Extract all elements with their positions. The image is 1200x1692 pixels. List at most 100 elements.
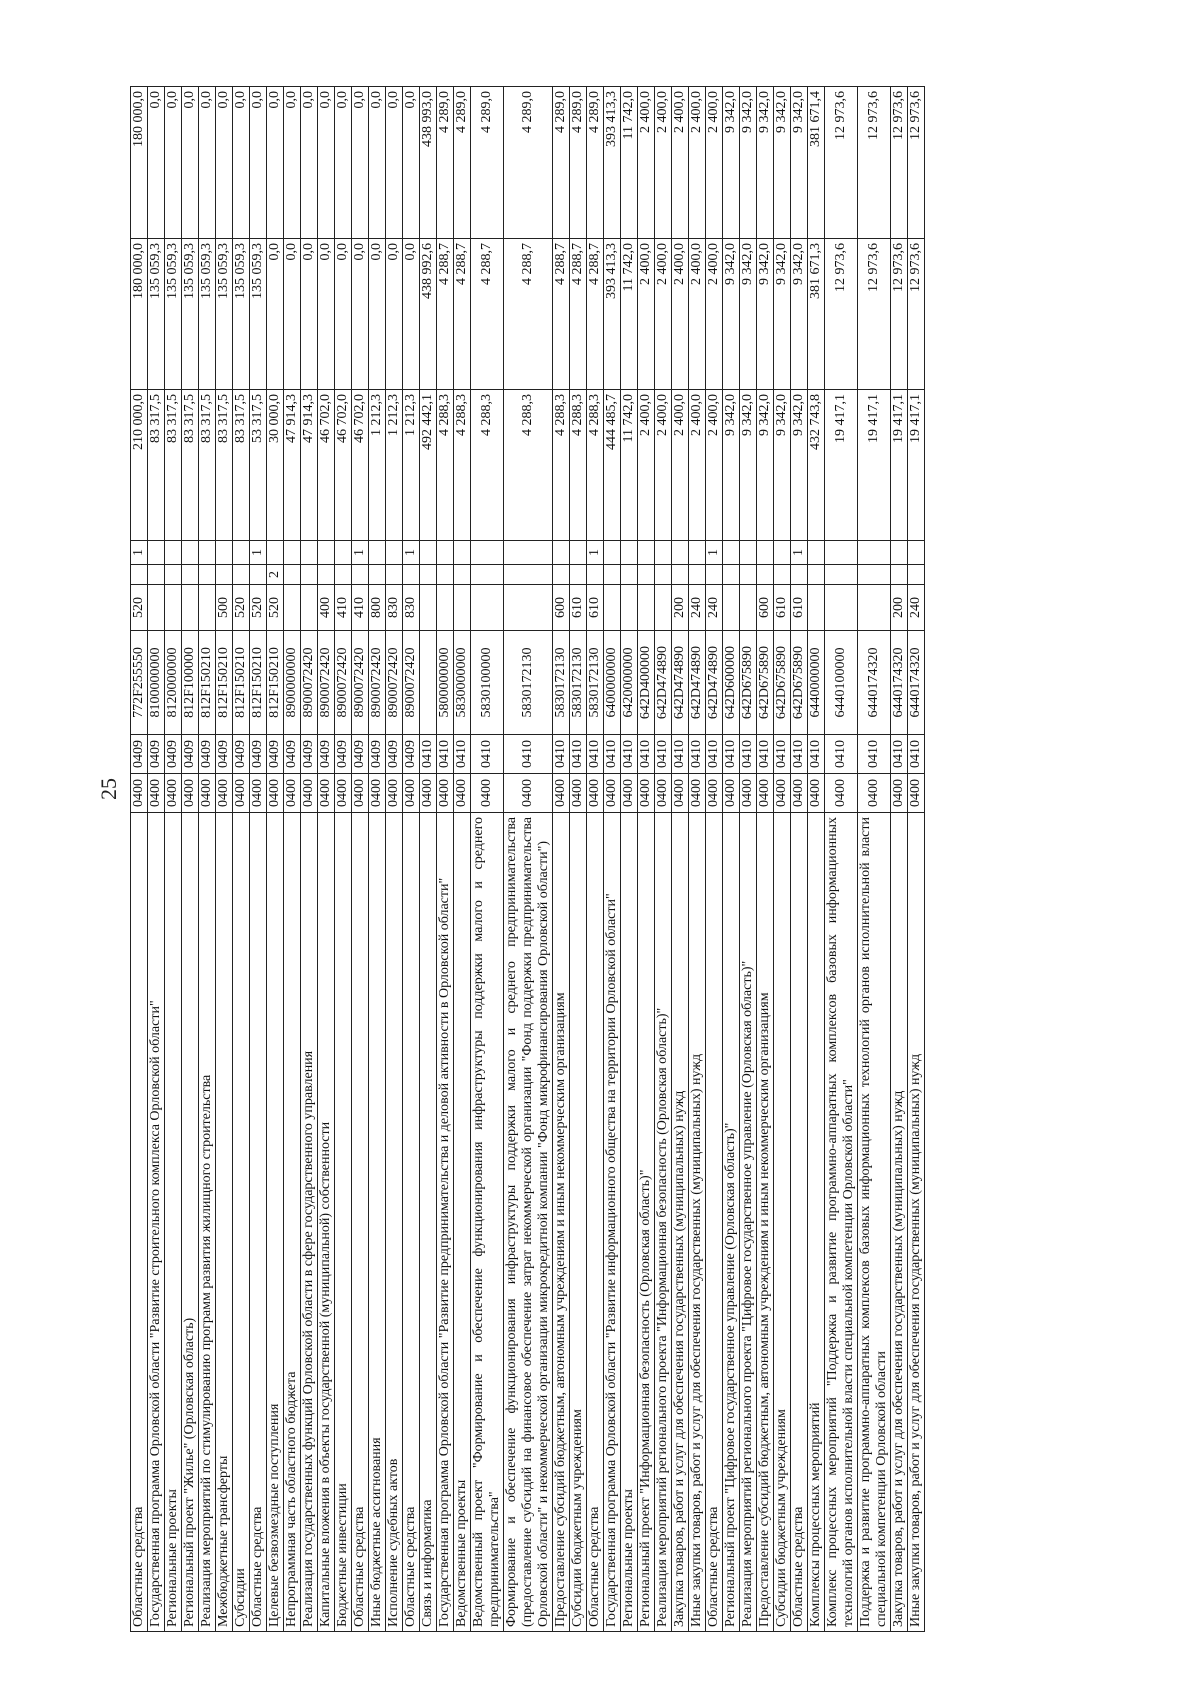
section-code-cell: 0400 <box>147 773 165 813</box>
item-name-cell: Государственная программа Орловской обла… <box>436 812 454 1632</box>
fund-source-code-cell <box>586 564 604 585</box>
item-name-cell: Предоставление субсидий бюджетным, автон… <box>756 812 774 1632</box>
fund-source-code-cell <box>637 564 655 585</box>
table-row: Предоставление субсидий бюджетным, автон… <box>756 86 774 1632</box>
amount-year-1-cell: 83 317,5 <box>181 389 199 541</box>
expense-type-code-cell <box>147 584 165 631</box>
amount-year-2-cell: 0,0 <box>334 238 352 390</box>
amount-year-1-cell: 19 417,1 <box>857 389 891 541</box>
table-row: Иные закупки товаров, работ и услуг для … <box>688 86 706 1632</box>
item-name-cell: Региональные проекты <box>620 812 638 1632</box>
target-article-code-cell: 8900072420 <box>334 630 352 735</box>
amount-year-3-cell: 0,0 <box>283 86 301 239</box>
item-name-cell: Связь и информатика <box>419 812 437 1632</box>
subsection-code-cell: 0409 <box>300 734 318 774</box>
amount-year-1-cell: 2 400,0 <box>688 389 706 541</box>
amount-year-1-cell: 46 702,0 <box>334 389 352 541</box>
table-row: Реализация мероприятий регионального про… <box>654 86 672 1632</box>
amount-year-1-cell: 53 317,5 <box>249 389 267 541</box>
expense-type-code-cell: 600 <box>756 584 774 631</box>
amount-year-1-cell: 9 342,0 <box>756 389 774 541</box>
expense-type-code-cell <box>620 584 638 631</box>
section-code-cell: 0400 <box>586 773 604 813</box>
item-name-cell: Капитальные вложения в объекты государст… <box>317 812 335 1632</box>
section-code-cell: 0400 <box>773 773 791 813</box>
fund-source-code-cell <box>215 564 233 585</box>
budget-level-code-cell: 1 <box>249 540 267 565</box>
amount-year-2-cell: 4 288,7 <box>569 238 587 390</box>
amount-year-1-cell: 9 342,0 <box>722 389 740 541</box>
fund-source-code-cell <box>807 564 825 585</box>
table-row: Региональный проект "Цифровое государств… <box>722 86 740 1632</box>
item-name-cell: Бюджетные инвестиции <box>334 812 352 1632</box>
budget-level-code-cell <box>215 540 233 565</box>
section-code-cell: 0400 <box>552 773 570 813</box>
target-article-code-cell: 6440174320 <box>857 630 891 735</box>
budget-level-code-cell <box>688 540 706 565</box>
table-row: Государственная программа Орловской обла… <box>436 86 454 1632</box>
expense-type-code-cell <box>739 584 757 631</box>
expense-type-code-cell: 610 <box>773 584 791 631</box>
amount-year-2-cell: 4 288,7 <box>436 238 454 390</box>
subsection-code-cell: 0410 <box>436 734 454 774</box>
budget-level-code-cell <box>569 540 587 565</box>
target-article-code-cell: 812F150210 <box>215 630 233 735</box>
amount-year-1-cell: 2 400,0 <box>671 389 689 541</box>
section-code-cell: 0400 <box>756 773 774 813</box>
amount-year-2-cell: 11 742,0 <box>620 238 638 390</box>
target-article-code-cell: 8900072420 <box>368 630 386 735</box>
subsection-code-cell: 0410 <box>890 734 908 774</box>
amount-year-1-cell: 4 288,3 <box>586 389 604 541</box>
subsection-code-cell: 0410 <box>907 734 925 774</box>
item-name-cell: Субсидии бюджетным учреждениям <box>773 812 791 1632</box>
amount-year-2-cell: 2 400,0 <box>671 238 689 390</box>
target-article-code-cell: 642D600000 <box>722 630 740 735</box>
amount-year-1-cell: 83 317,5 <box>232 389 250 541</box>
subsection-code-cell: 0410 <box>620 734 638 774</box>
target-article-code-cell: 772F255550 <box>130 630 148 735</box>
amount-year-2-cell: 135 059,3 <box>198 238 216 390</box>
expense-type-code-cell <box>857 584 891 631</box>
expense-type-code-cell: 610 <box>569 584 587 631</box>
amount-year-1-cell: 492 442,1 <box>419 389 437 541</box>
amount-year-2-cell: 12 973,6 <box>857 238 891 390</box>
table-row: Реализация мероприятий по стимулированию… <box>198 86 216 1632</box>
item-name-cell: Областные средства <box>705 812 723 1632</box>
item-name-cell: Областные средства <box>402 812 420 1632</box>
expense-type-code-cell <box>164 584 182 631</box>
item-name-cell: Закупка товаров, работ и услуг для обесп… <box>671 812 689 1632</box>
section-code-cell: 0400 <box>569 773 587 813</box>
fund-source-code-cell <box>688 564 706 585</box>
item-name-cell: Поддержка и развитие программно-аппаратн… <box>857 812 891 1632</box>
subsection-code-cell: 0410 <box>470 734 504 774</box>
item-name-cell: Региональные проекты <box>164 812 182 1632</box>
expense-type-code-cell: 410 <box>351 584 369 631</box>
amount-year-1-cell: 46 702,0 <box>317 389 335 541</box>
section-code-cell: 0400 <box>503 773 553 813</box>
item-name-cell: Реализация мероприятий по стимулированию… <box>198 812 216 1632</box>
fund-source-code-cell <box>232 564 250 585</box>
budget-level-code-cell <box>807 540 825 565</box>
section-code-cell: 0400 <box>215 773 233 813</box>
subsection-code-cell: 0409 <box>181 734 199 774</box>
amount-year-3-cell: 11 742,0 <box>620 86 638 239</box>
budget-level-code-cell <box>620 540 638 565</box>
amount-year-3-cell: 180 000,0 <box>130 86 148 239</box>
item-name-cell: Целевые безвозмездные поступления <box>266 812 284 1632</box>
subsection-code-cell: 0409 <box>283 734 301 774</box>
amount-year-3-cell: 0,0 <box>402 86 420 239</box>
section-code-cell: 0400 <box>300 773 318 813</box>
amount-year-3-cell: 0,0 <box>351 86 369 239</box>
budget-level-code-cell: 1 <box>351 540 369 565</box>
section-code-cell: 0400 <box>890 773 908 813</box>
target-article-code-cell: 5830100000 <box>470 630 504 735</box>
item-name-cell: Региональный проект "Цифровое государств… <box>722 812 740 1632</box>
